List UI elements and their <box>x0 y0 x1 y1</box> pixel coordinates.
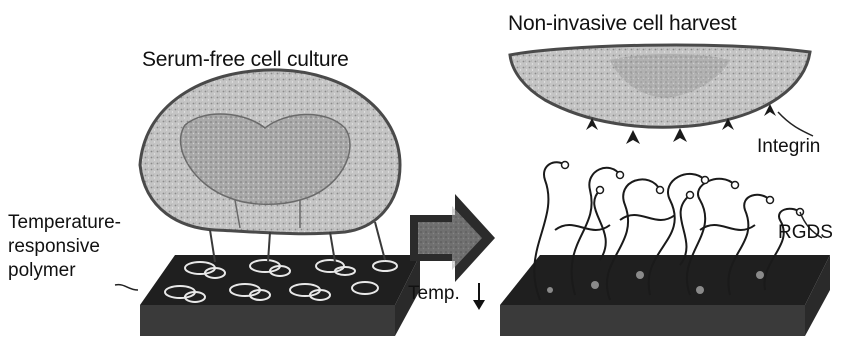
polymer-label-line3: polymer <box>8 260 76 282</box>
polymer-label-line1: Temperature- <box>8 212 121 234</box>
temp-label: Temp. <box>408 283 460 305</box>
left-panel-title: Serum-free cell culture <box>142 48 349 72</box>
integrin-pointer <box>778 112 813 136</box>
right-substrate <box>500 255 830 336</box>
left-cell <box>140 70 400 262</box>
transition-arrow-icon <box>410 194 495 282</box>
polymer-pointer <box>115 285 138 290</box>
right-panel-title: Non-invasive cell harvest <box>508 12 736 36</box>
polymer-label-line2: responsive <box>8 236 100 258</box>
rgds-label: RGDS <box>778 222 833 244</box>
temp-down-arrow-icon <box>473 283 485 310</box>
integrin-label: Integrin <box>757 136 820 158</box>
